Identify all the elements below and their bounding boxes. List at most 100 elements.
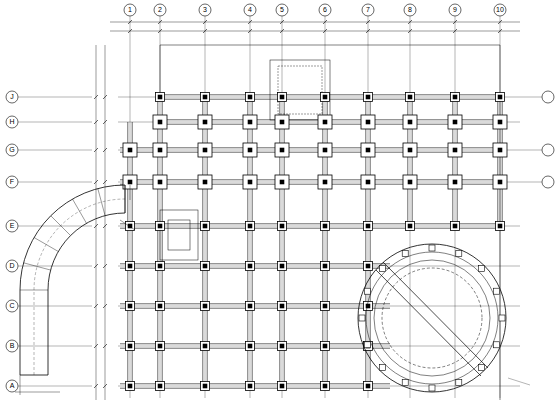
footing (318, 175, 332, 189)
axis-label: 7 (362, 6, 374, 14)
axis-label: 10 (494, 6, 506, 14)
footing (278, 342, 287, 351)
axis-bubble (6, 91, 18, 103)
axis-label: C (6, 302, 18, 310)
line (160, 45, 161, 97)
line (20, 290, 48, 291)
axis-bubble (244, 4, 256, 16)
axis-label: G (6, 146, 18, 154)
axis-bubble (199, 4, 211, 16)
line (103, 304, 107, 308)
line (103, 224, 107, 228)
footing (201, 262, 210, 271)
line (18, 346, 92, 347)
footing (361, 143, 375, 157)
footing (156, 342, 165, 351)
axis-label: 3 (199, 6, 211, 14)
line (376, 270, 481, 376)
line (120, 220, 135, 230)
line (120, 228, 500, 229)
line (520, 150, 542, 151)
axis-bubble (6, 144, 18, 156)
axis-label: F (6, 178, 18, 186)
footing (403, 175, 417, 189)
footing (321, 342, 330, 351)
line (18, 266, 92, 267)
axis-bubble (494, 4, 506, 16)
footing (123, 143, 137, 157)
axis-bubble (6, 340, 18, 352)
footing (246, 93, 255, 102)
footing (321, 302, 330, 311)
footing (448, 175, 462, 189)
line (18, 97, 92, 98)
footing (318, 115, 332, 129)
footing (275, 175, 289, 189)
line (103, 148, 107, 152)
line (103, 264, 107, 268)
line (120, 147, 500, 148)
line (160, 16, 161, 40)
line (73, 199, 87, 223)
footing (198, 143, 212, 157)
line (103, 95, 107, 99)
footing (153, 143, 167, 157)
line (103, 344, 107, 348)
footing (496, 222, 505, 231)
footing (126, 342, 135, 351)
footing (246, 342, 255, 351)
footing (126, 302, 135, 311)
line (94, 304, 98, 308)
footing (201, 222, 210, 231)
footing (364, 93, 373, 102)
footing (493, 175, 507, 189)
footing (198, 175, 212, 189)
footing (278, 262, 287, 271)
line (15, 392, 60, 393)
axis-label: E (6, 222, 18, 230)
line (325, 16, 326, 40)
axis-bubble (6, 380, 18, 392)
axis-bubble (6, 220, 18, 232)
footing (364, 382, 373, 391)
line (118, 266, 520, 267)
footing (364, 262, 373, 271)
axis-bubble (542, 91, 554, 103)
axis-label: 5 (276, 6, 288, 14)
axis-bubble (124, 4, 136, 16)
footing (153, 115, 167, 129)
footing (321, 262, 330, 271)
footing (243, 115, 257, 129)
footing (451, 93, 460, 102)
footing (201, 342, 210, 351)
axis-bubble (542, 176, 554, 188)
line (120, 152, 500, 153)
line (94, 384, 98, 388)
footing (496, 93, 505, 102)
footing (451, 222, 460, 231)
line (118, 306, 520, 307)
line (94, 95, 98, 99)
footing (156, 93, 165, 102)
footing (246, 222, 255, 231)
footing (493, 143, 507, 157)
footing (448, 143, 462, 157)
line (125, 185, 126, 213)
axis-bubble (276, 4, 288, 16)
axis-bubble (362, 4, 374, 16)
line (18, 182, 92, 183)
line (455, 16, 456, 40)
footing (403, 115, 417, 129)
line (34, 238, 58, 252)
footing (275, 115, 289, 129)
footing (246, 382, 255, 391)
footing (156, 222, 165, 231)
footing (156, 262, 165, 271)
footing (403, 143, 417, 157)
footing (278, 93, 287, 102)
footing (126, 262, 135, 271)
line (103, 384, 107, 388)
footing (275, 143, 289, 157)
footing (278, 302, 287, 311)
